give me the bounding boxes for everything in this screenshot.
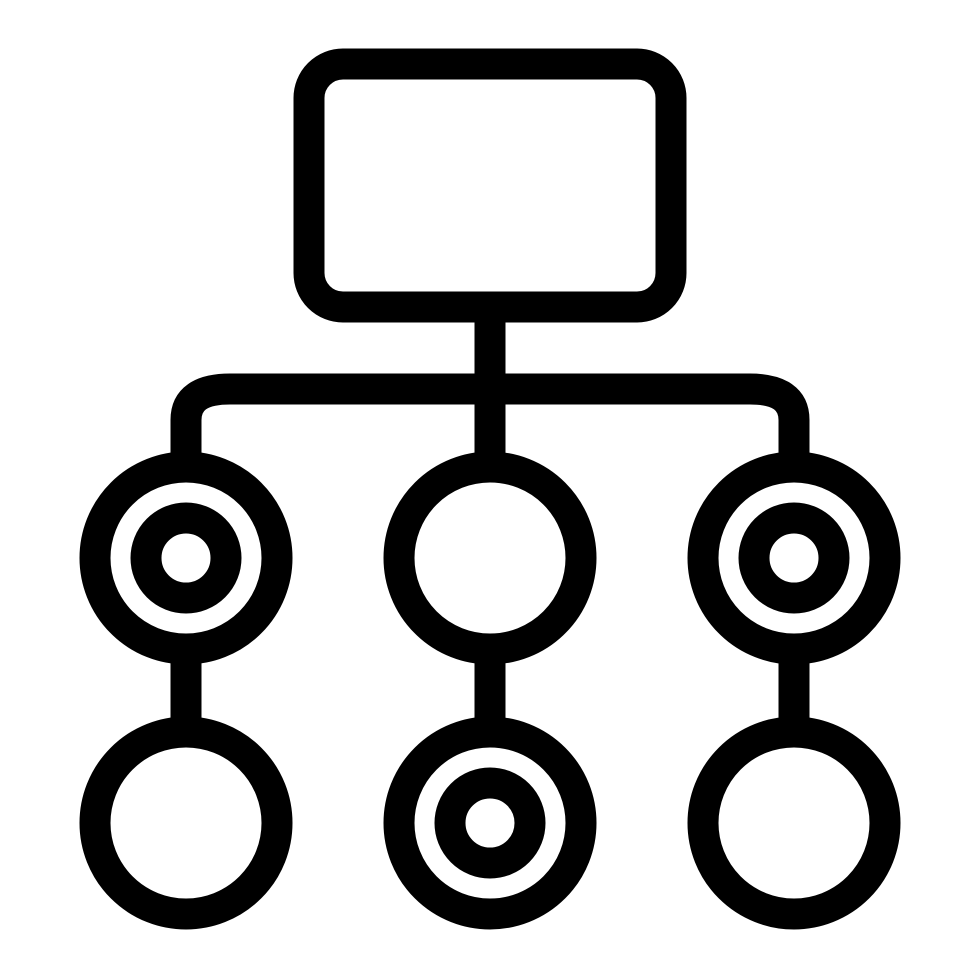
right-upper-node-circle	[687, 451, 901, 665]
middle-upper-node-circle	[383, 451, 597, 665]
left-lower-node-circle	[79, 716, 293, 930]
middle-lower-inner-ring	[434, 767, 546, 879]
root-node-box	[293, 48, 687, 323]
left-upper-node-circle	[79, 451, 293, 665]
left-upper-inner-ring	[130, 502, 242, 614]
right-upper-inner-ring	[738, 502, 850, 614]
middle-lower-node-circle	[383, 716, 597, 930]
branch-bus-line	[170, 373, 810, 453]
right-lower-node-circle	[687, 716, 901, 930]
